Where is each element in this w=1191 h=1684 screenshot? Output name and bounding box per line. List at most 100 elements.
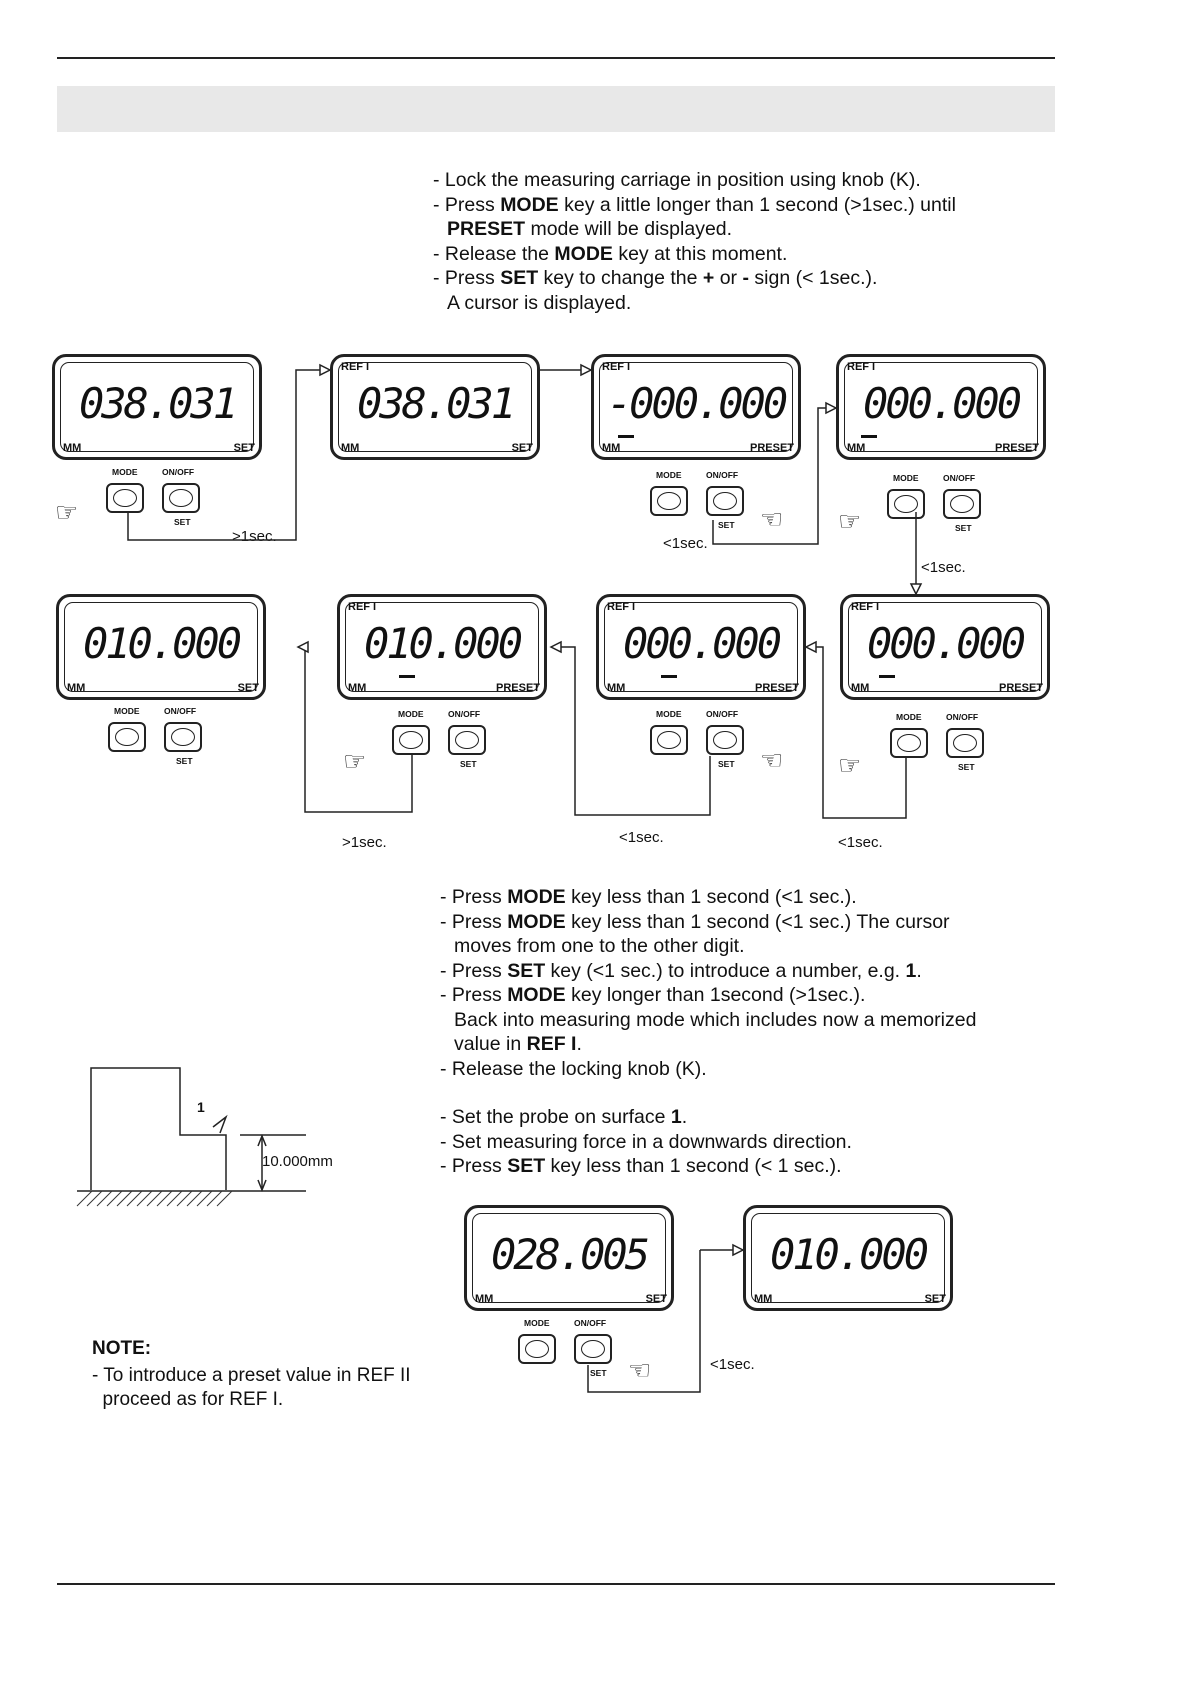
lcd-value: 038.031: [356, 379, 516, 428]
set-key-label: SET: [460, 759, 477, 769]
set-key-label: SET: [590, 1368, 607, 1378]
mode-key: [106, 483, 144, 513]
onoff-key-label: ON/OFF: [706, 470, 739, 480]
lcd-cursor: [618, 435, 634, 438]
keypad-3: MODE ON/OFF SET: [887, 471, 997, 541]
lcd-mode: SET: [511, 442, 533, 454]
lcd-value: -000.000: [606, 379, 788, 428]
lcd-mode: PRESET: [495, 682, 540, 694]
mode-key-label: MODE: [656, 470, 682, 480]
lcd-display-9: 028.005 MM SET: [464, 1205, 674, 1311]
note-body: - To introduce a preset value in REF II …: [92, 1364, 411, 1412]
lcd-unit: MM: [847, 442, 866, 454]
lcd-unit: MM: [754, 1293, 773, 1305]
lcd-unit: MM: [348, 682, 367, 694]
set-key: [448, 725, 486, 755]
set-key: [706, 486, 744, 516]
surface-label: 1: [197, 1099, 205, 1115]
finger-pointer-icon: ☜: [628, 1355, 652, 1385]
lcd-cursor: [861, 435, 877, 438]
instruction-line: PRESET mode will be displayed.: [447, 218, 733, 240]
lcd-unit: MM: [341, 442, 360, 454]
mode-key: [518, 1334, 556, 1364]
keypad-7: MODE ON/OFF SET: [890, 710, 1000, 780]
mode-key: [392, 725, 430, 755]
onoff-key-label: ON/OFF: [164, 706, 197, 716]
header-band: [57, 86, 1055, 132]
lcd-unit: MM: [607, 682, 626, 694]
set-key-label: SET: [176, 756, 193, 766]
lcd-unit: MM: [602, 442, 621, 454]
lcd-mode: PRESET: [998, 682, 1043, 694]
lcd-value: 000.000: [862, 379, 1022, 428]
lcd-display-10: 010.000 MM SET: [743, 1205, 953, 1311]
mode-key: [650, 486, 688, 516]
lcd-value: 038.031: [78, 379, 238, 428]
mode-key-label: MODE: [896, 712, 922, 722]
timing-label: <1sec.: [710, 1356, 755, 1373]
lcd-unit: MM: [67, 682, 86, 694]
finger-pointer-icon: ☞: [343, 746, 367, 776]
lcd-value: 010.000: [363, 619, 523, 668]
lcd-display-5: 010.000 MM SET: [56, 594, 266, 700]
set-key: [706, 725, 744, 755]
keypad-5: MODE ON/OFF SET: [392, 707, 502, 777]
lcd-display-2: REF I 038.031 MM SET: [330, 354, 540, 460]
lcd-value: 000.000: [622, 619, 782, 668]
onoff-key-label: ON/OFF: [706, 709, 739, 719]
instructions-bottom: - Set the probe on surface 1.- Set measu…: [440, 1105, 852, 1179]
onoff-key-label: ON/OFF: [162, 467, 195, 477]
instruction-line: - Press SET key to change the + or - sig…: [433, 267, 878, 289]
set-key-label: SET: [718, 520, 735, 530]
mode-key-label: MODE: [893, 473, 919, 483]
keypad-8: MODE ON/OFF SET: [518, 1316, 628, 1386]
mode-key: [887, 489, 925, 519]
instruction-line: - Press MODE key less than 1 second (<1 …: [440, 886, 857, 908]
onoff-key-label: ON/OFF: [574, 1318, 607, 1328]
lcd-cursor: [399, 675, 415, 678]
instruction-line: moves from one to the other digit.: [454, 935, 745, 957]
top-rule: [57, 57, 1055, 59]
mode-key-label: MODE: [656, 709, 682, 719]
mode-key: [890, 728, 928, 758]
instruction-line: - Lock the measuring carriage in positio…: [433, 169, 921, 191]
mode-key: [650, 725, 688, 755]
dimension-label: 10.000mm: [262, 1153, 333, 1170]
finger-pointer-icon: ☜: [760, 504, 784, 534]
lcd-value: 028.005: [490, 1230, 650, 1279]
lcd-mode: SET: [924, 1293, 946, 1305]
note-line: - To introduce a preset value in REF II: [92, 1365, 411, 1386]
onoff-key-label: ON/OFF: [946, 712, 979, 722]
lcd-ref: REF I: [851, 601, 880, 613]
set-key-label: SET: [958, 762, 975, 772]
lcd-display-3: REF I -000.000 MM PRESET: [591, 354, 801, 460]
lcd-mode: SET: [233, 442, 255, 454]
note-title: NOTE:: [92, 1338, 152, 1359]
lcd-value: 010.000: [82, 619, 242, 668]
mode-key-label: MODE: [524, 1318, 550, 1328]
instruction-line: - Press MODE key longer than 1second (>1…: [440, 984, 866, 1006]
instruction-line: value in REF I.: [454, 1033, 582, 1055]
set-key: [162, 483, 200, 513]
lcd-mode: PRESET: [994, 442, 1039, 454]
lcd-mode: SET: [237, 682, 259, 694]
set-key-label: SET: [718, 759, 735, 769]
lcd-display-7: REF I 000.000 MM PRESET: [596, 594, 806, 700]
timing-label: <1sec.: [921, 559, 966, 576]
set-key: [574, 1334, 612, 1364]
lcd-value: 000.000: [866, 619, 1026, 668]
set-key-label: SET: [174, 517, 191, 527]
finger-pointer-icon: ☞: [55, 497, 79, 527]
lcd-ref: REF I: [847, 361, 876, 373]
lcd-cursor: [879, 675, 895, 678]
note-line: proceed as for REF I.: [92, 1389, 284, 1410]
finger-pointer-icon: ☞: [838, 506, 862, 536]
instruction-line: - Press SET key less than 1 second (< 1 …: [440, 1155, 842, 1177]
bottom-rule: [57, 1583, 1055, 1585]
timing-label: <1sec.: [619, 829, 664, 846]
mode-key-label: MODE: [112, 467, 138, 477]
instructions-middle: - Press MODE key less than 1 second (<1 …: [440, 885, 976, 1081]
timing-label: <1sec.: [663, 535, 708, 552]
instruction-line: - Set the probe on surface 1.: [440, 1106, 688, 1128]
